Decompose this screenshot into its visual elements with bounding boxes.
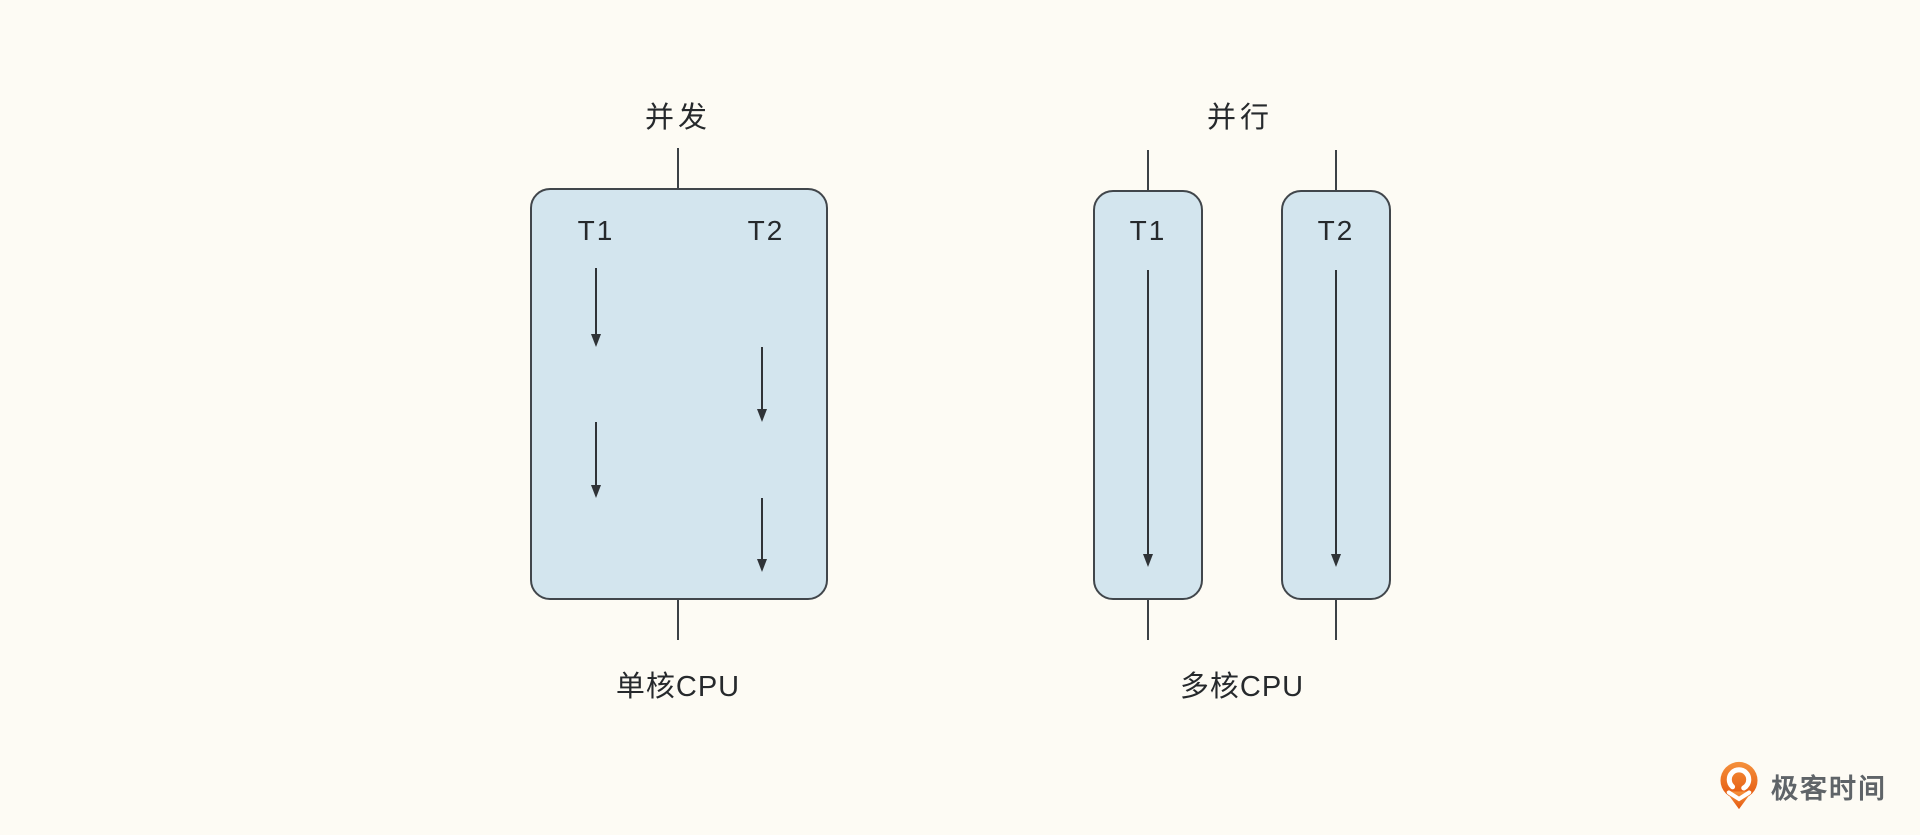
thread-t1-label: T1 (1129, 215, 1167, 246)
arrow-head-icon (591, 485, 601, 498)
arrow-shaft (761, 498, 763, 561)
connector-line-bottom-core1 (1147, 600, 1149, 640)
connector-line-bottom-left (677, 600, 679, 640)
execution-arrow-t2-slice1 (755, 347, 769, 422)
arrow-shaft (1335, 270, 1337, 556)
connector-line-bottom-core2 (1335, 600, 1337, 640)
parallelism-title: 并行 (1206, 102, 1274, 134)
execution-arrow-t2-continuous (1329, 270, 1343, 567)
arrow-head-icon (757, 409, 767, 422)
arrow-shaft (595, 268, 597, 336)
arrow-head-icon (1143, 554, 1153, 567)
execution-arrow-t1-slice1 (589, 268, 603, 347)
arrow-head-icon (591, 334, 601, 347)
execution-arrow-t1-slice2 (589, 422, 603, 498)
single-core-cpu-label: 单核CPU (615, 671, 741, 703)
single-core-cpu-box (530, 188, 828, 600)
thread-t2-label: T2 (1317, 215, 1355, 246)
connector-line-top-core1 (1147, 150, 1149, 191)
arrow-shaft (1147, 270, 1149, 556)
execution-arrow-t2-slice2 (755, 498, 769, 572)
connector-line-top-core2 (1335, 150, 1337, 191)
arrow-head-icon (757, 559, 767, 572)
concurrency-title: 并发 (644, 102, 712, 134)
geektime-pin-icon (1716, 761, 1762, 811)
thread-t1-label: T1 (577, 215, 615, 246)
connector-line-top-left (677, 148, 679, 189)
thread-t2-label: T2 (747, 215, 785, 246)
execution-arrow-t1-continuous (1141, 270, 1155, 567)
geektime-logo: 极客时间 (1716, 760, 1887, 812)
multi-core-cpu-label: 多核CPU (1179, 671, 1305, 703)
geektime-logo-text: 极客时间 (1771, 773, 1887, 804)
arrow-shaft (595, 422, 597, 487)
arrow-shaft (761, 347, 763, 411)
arrow-head-icon (1331, 554, 1341, 567)
